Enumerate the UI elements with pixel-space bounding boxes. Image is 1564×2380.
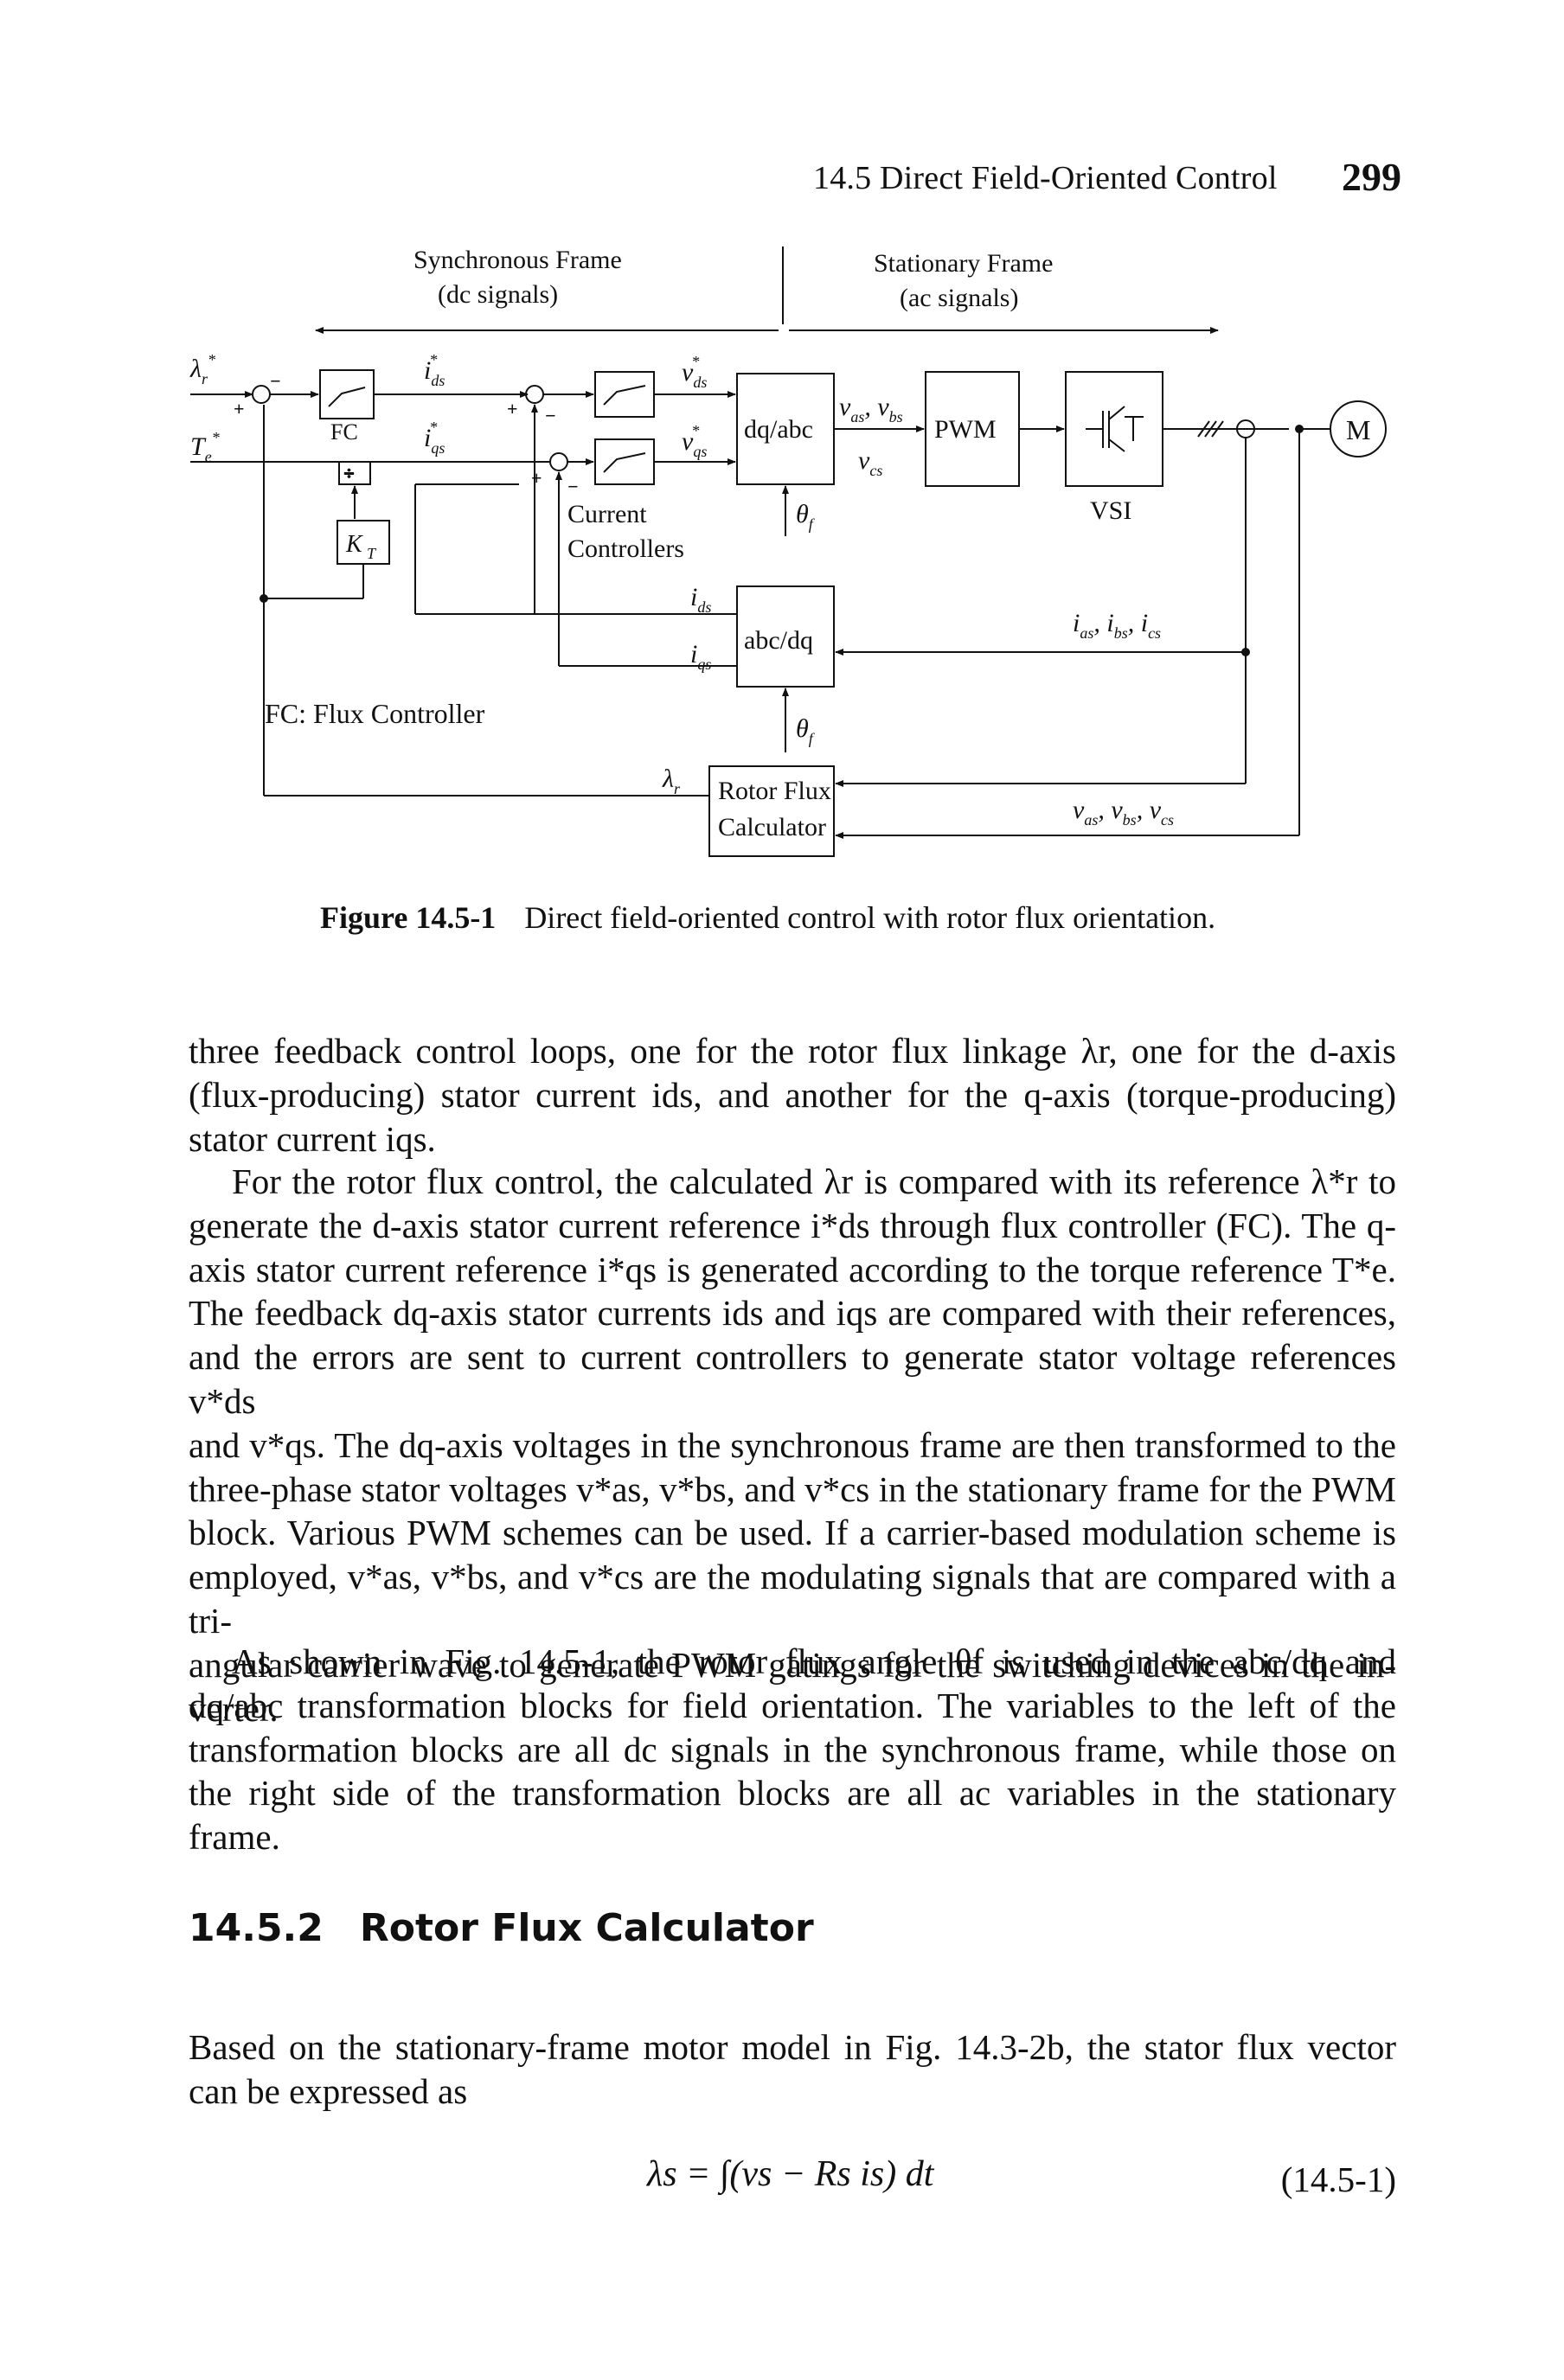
section-heading: 14.5.2 Rotor Flux Calculator [189, 1906, 814, 1950]
stat-frame-label-2: (ac signals) [900, 284, 1018, 312]
text-line: the right side of the transformation blo… [189, 1773, 1396, 1814]
equation-14-5-1: λs = ∫(vs − Rs is) dt (14.5-1) [189, 2141, 1396, 2219]
fc-block [319, 369, 375, 419]
text-line: three-phase stator voltages v*as, v*bs, … [189, 1468, 1396, 1509]
abc-dq-label: abc/dq [744, 626, 813, 655]
figure-caption: Figure 14.5-1 Direct field-oriented cont… [320, 899, 1445, 936]
section-title: Rotor Flux Calculator [359, 1906, 814, 1950]
section-number: 14.5.2 [189, 1906, 324, 1950]
current-controllers-label-2: Controllers [567, 534, 684, 563]
rotor-flux-calc-label-1: Rotor Flux [718, 777, 831, 805]
page-number: 299 [1342, 155, 1401, 199]
iq-summing-junction [549, 452, 568, 471]
equation-body: λs = ∫(vs − Rs is) dt [647, 2154, 934, 2194]
d-current-controller [594, 371, 655, 418]
lambda-r-ref-symbol: λr* [189, 351, 215, 387]
iqs-ref-symbol: iqs* [424, 419, 445, 457]
motor-label: M [1346, 414, 1370, 445]
caption-text: Direct field-oriented control with rotor… [524, 900, 1216, 935]
vqs-ref-symbol: vqs* [682, 422, 707, 460]
text-line: Based on the stationary-frame motor mode… [189, 2027, 1396, 2067]
motor [1330, 400, 1387, 457]
text-line: employed, v*as, v*bs, and v*cs are the m… [189, 1557, 1396, 1641]
running-head: 14.5 Direct Field-Oriented Control 299 [813, 154, 1401, 206]
svg-text:+: + [531, 467, 542, 489]
lambda-r-fb-symbol: λr [662, 765, 681, 797]
text-line: angular carrier wave to generate PWM gat… [189, 1644, 1396, 1685]
vsi-label: VSI [1090, 496, 1131, 525]
figure-14-5-1: ÷ [173, 234, 1419, 873]
text-line: For the rotor flux control, the calculat… [232, 1161, 1396, 1201]
text-line: axis stator current reference i*qs is ge… [189, 1249, 1396, 1289]
fc-legend: FC: Flux Controller [265, 698, 485, 729]
vsi-block [1065, 371, 1163, 487]
paragraph-4: Based on the stationary-frame motor mode… [189, 2025, 1396, 2114]
svg-text:÷: ÷ [344, 464, 354, 483]
divider-block [338, 461, 371, 485]
ids-fb-symbol: ids [690, 583, 711, 616]
pwm-label: PWM [934, 415, 997, 444]
svg-text:−: − [567, 476, 579, 497]
svg-text:−: − [270, 370, 281, 392]
text-line: As shown in Fig. 14.5-1, the rotor flux … [232, 1641, 1396, 1681]
te-ref-symbol: Te* [190, 429, 220, 465]
id-summing-junction [525, 385, 544, 404]
svg-text:+: + [234, 398, 245, 419]
text-line: and v*qs. The dq-axis voltages in the sy… [189, 1424, 1396, 1465]
text-line: transformation blocks are all dc signals… [189, 1729, 1396, 1769]
text-line: can be expressed as [189, 2070, 468, 2111]
current-controllers-label-1: Current [567, 500, 647, 528]
dq-abc-label: dq/abc [744, 415, 813, 444]
iqs-fb-symbol: iqs [690, 640, 711, 673]
caption-label: Figure 14.5-1 [320, 900, 497, 935]
text-line: stator current iqs. [189, 1118, 436, 1159]
vcs-ref-symbol: vcs [858, 446, 882, 479]
text-line: frame. [189, 1817, 280, 1858]
text-line: generate the d-axis stator current refer… [189, 1205, 1396, 1245]
text-line: block. Various PWM schemes can be used. … [189, 1513, 1396, 1553]
equation-number: (14.5-1) [1280, 2159, 1396, 2199]
theta-f-symbol-2: θf [796, 714, 816, 747]
rotor-flux-calc-label-2: Calculator [718, 813, 826, 841]
paragraph-2: For the rotor flux control, the calculat… [189, 1160, 1396, 1731]
vds-ref-symbol: vds* [682, 353, 707, 391]
rotor-flux-calculator [708, 765, 835, 857]
kt-label: K [345, 531, 363, 558]
text-line: verter. [189, 1688, 279, 1729]
q-current-controller [594, 438, 655, 485]
kt-subscript: T [367, 545, 377, 562]
stat-frame-label-1: Stationary Frame [874, 249, 1053, 278]
text-line: The feedback dq-axis stator currents ids… [189, 1293, 1396, 1334]
flux-summing-junction [252, 385, 271, 404]
running-head-section: 14.5 Direct Field-Oriented Control [813, 160, 1278, 196]
text-line: dq/abc transformation blocks for field o… [189, 1685, 1396, 1725]
vabc-symbol: vas, vbs, vcs [1073, 796, 1174, 829]
ids-ref-symbol: ids* [424, 351, 445, 389]
vabs-ref-symbol: vas, vbs [839, 393, 903, 425]
sync-frame-label-1: Synchronous Frame [413, 246, 622, 274]
iabc-symbol: ias, ibs, ics [1073, 609, 1161, 642]
theta-f-symbol-1: θf [796, 500, 816, 533]
kt-block [337, 520, 390, 565]
text-line: and the errors are sent to current contr… [189, 1337, 1396, 1421]
text-line: (flux-producing) stator current ids, and… [189, 1074, 1396, 1115]
paragraph-3: As shown in Fig. 14.5-1, the rotor flux … [189, 1640, 1396, 1859]
sync-frame-label-2: (dc signals) [438, 280, 558, 309]
text-line: three feedback control loops, one for th… [189, 1031, 1396, 1071]
svg-text:+: + [507, 398, 518, 419]
abc-dq-block [736, 585, 835, 688]
fc-label: FC [330, 419, 358, 445]
svg-text:−: − [545, 405, 556, 426]
block-diagram: ÷ [189, 246, 1387, 857]
paragraph-1: three feedback control loops, one for th… [189, 1029, 1396, 1161]
